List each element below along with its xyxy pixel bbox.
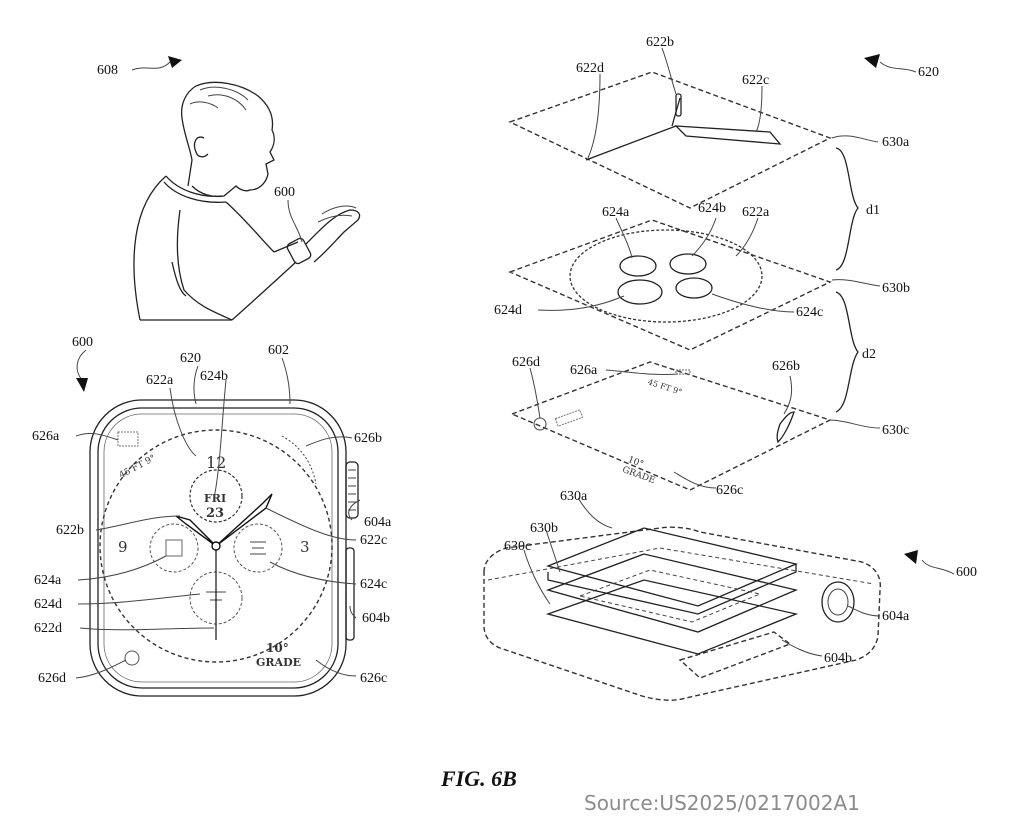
- dial-hour-3: 3: [300, 538, 310, 556]
- label-630c-exploded: 630c: [882, 423, 909, 438]
- label-600-device: 600: [956, 565, 977, 580]
- label-622c-exploded: 622c: [742, 73, 769, 88]
- label-624c-front: 624c: [360, 577, 387, 592]
- label-624d-front: 624d: [34, 597, 62, 612]
- label-622d-front: 622d: [34, 621, 62, 636]
- source-attribution: Source:US2025/0217002A1: [584, 791, 860, 815]
- date-day: 23: [206, 506, 224, 521]
- label-604b-device: 604b: [824, 651, 852, 666]
- label-626a-front: 626a: [32, 429, 60, 444]
- label-624c-exploded: 624c: [796, 305, 823, 320]
- dial-hour-12: 12: [206, 453, 226, 472]
- grade-number: 10°: [266, 641, 289, 655]
- label-604b-front: 604b: [362, 611, 390, 626]
- figure-caption: FIG. 6B: [441, 766, 517, 791]
- label-622a-exploded: 622a: [742, 205, 770, 220]
- label-620-exploded: 620: [918, 65, 939, 80]
- label-630a-exploded: 630a: [882, 135, 910, 150]
- label-622b-exploded: 622b: [646, 35, 674, 50]
- grade-word: GRADE: [256, 656, 301, 669]
- temperature-complication: 45 FT 9°: [118, 453, 158, 480]
- label-600-user: 600: [274, 185, 295, 200]
- label-608: 608: [97, 63, 118, 78]
- label-626b-front: 626b: [354, 431, 382, 446]
- label-624b-front: 624b: [200, 369, 228, 384]
- label-620-front: 620: [180, 351, 201, 366]
- watch-front-view: [89, 399, 359, 697]
- exploded-layers: 45 FT 9° 10° GRADE: [508, 71, 859, 491]
- label-626c-exploded: 626c: [716, 483, 743, 498]
- label-604a-device: 604a: [882, 609, 910, 624]
- label-622d-exploded: 622d: [576, 61, 604, 76]
- label-626b-exploded: 626b: [772, 359, 800, 374]
- label-600-front: 600: [72, 335, 93, 350]
- label-624d-exploded: 624d: [494, 303, 522, 318]
- label-630b-device: 630b: [530, 521, 558, 536]
- label-630b-exploded: 630b: [882, 281, 910, 296]
- label-622c-front: 622c: [360, 533, 387, 548]
- label-630c-device: 630c: [504, 539, 531, 554]
- date-weekday: FRI: [204, 492, 226, 505]
- dial-hour-9: 9: [118, 538, 128, 556]
- label-624a-front: 624a: [34, 573, 62, 588]
- label-626a-exploded: 626a: [570, 363, 598, 378]
- label-626d-exploded: 626d: [512, 355, 540, 370]
- label-624a-exploded: 624a: [602, 205, 630, 220]
- label-626d-front: 626d: [38, 671, 66, 686]
- svg-text:45 FT 9°: 45 FT 9°: [647, 377, 683, 396]
- leader-lines: [75, 47, 955, 679]
- label-624b-exploded: 624b: [698, 201, 726, 216]
- user-illustration: [133, 81, 361, 321]
- label-626c-front: 626c: [360, 671, 387, 686]
- reference-labels: 608 600 600 620 602 622a 624b 626a 626b …: [32, 35, 977, 686]
- label-630a-device: 630a: [560, 489, 588, 504]
- device-section-view: [483, 526, 881, 701]
- label-604a-front: 604a: [364, 515, 392, 530]
- label-602: 602: [268, 343, 289, 358]
- label-622a-front: 622a: [146, 373, 174, 388]
- label-d2: d2: [862, 347, 876, 362]
- label-622b-front: 622b: [56, 523, 84, 538]
- label-d1: d1: [866, 203, 880, 218]
